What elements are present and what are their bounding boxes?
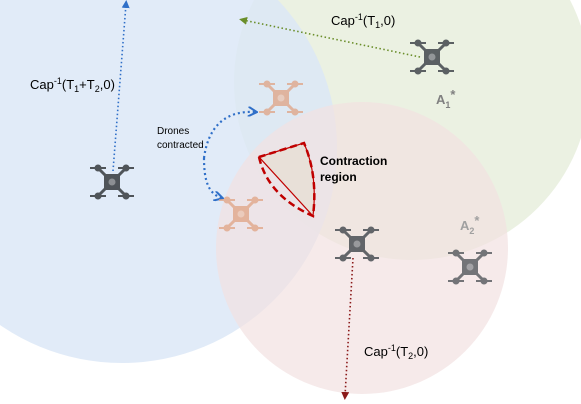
label-cap-t1: Cap-1(T1,0) (331, 12, 395, 30)
contraction-region-outline (257, 141, 316, 218)
label-cap-t1-t2: Cap-1(T1+T2,0) (30, 76, 115, 94)
label-agent-a1: A1* (436, 87, 456, 110)
label-agent-a2: A2* (460, 213, 480, 236)
radius-arrow-red (341, 257, 354, 400)
label-drones-contracted: Drones contracted (157, 126, 204, 151)
label-contraction-region: Contraction region (320, 154, 391, 184)
label-cap-t2: Cap-1(T2,0) (364, 343, 428, 361)
contract-arrow-lower (202, 157, 222, 198)
